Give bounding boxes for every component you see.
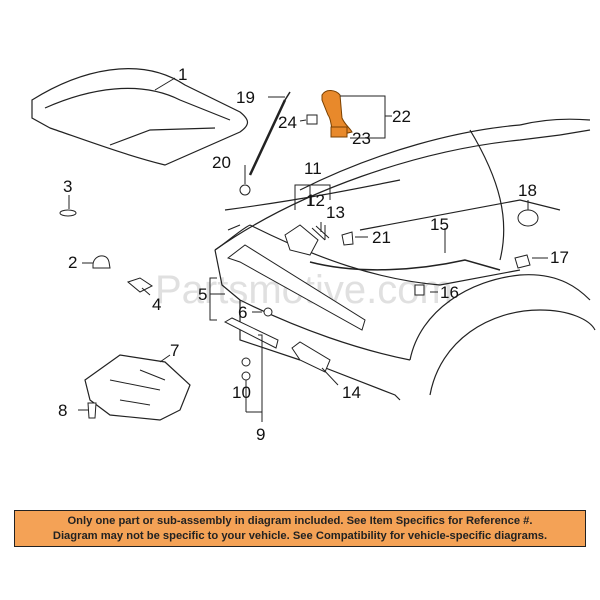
callout-3: 3 bbox=[63, 177, 72, 196]
callout-18: 18 bbox=[518, 181, 537, 200]
callout-11: 11 bbox=[304, 159, 322, 178]
support-rod-part-19 bbox=[248, 99, 287, 176]
callout-19: 19 bbox=[236, 88, 255, 107]
lock-part-14 bbox=[291, 341, 331, 373]
callout-8: 8 bbox=[58, 401, 67, 420]
clip-part-6 bbox=[263, 307, 273, 317]
hood-part bbox=[31, 68, 249, 166]
bumper-stop-part-2 bbox=[92, 255, 111, 269]
callout-16: 16 bbox=[440, 283, 459, 302]
clamp-part-16 bbox=[414, 284, 425, 296]
latch-part-4 bbox=[126, 277, 153, 293]
clip-part-3 bbox=[59, 209, 77, 217]
callout-12: 12 bbox=[306, 191, 325, 210]
release-handle-part-17 bbox=[514, 254, 531, 269]
support-rod-tip bbox=[284, 91, 291, 101]
callout-2: 2 bbox=[68, 253, 77, 272]
callout-22: 22 bbox=[392, 107, 411, 126]
disclaimer-line-2: Diagram may not be specific to your vehi… bbox=[52, 529, 548, 542]
grille-part bbox=[226, 244, 366, 331]
callout-1: 1 bbox=[178, 65, 187, 84]
clip-part-21 bbox=[341, 231, 354, 246]
callout-numbers: 1 3 2 4 5 6 7 8 9 10 11 12 13 14 15 16 1… bbox=[58, 65, 569, 444]
knob-part-18 bbox=[517, 209, 539, 227]
callout-4: 4 bbox=[152, 295, 161, 314]
callout-17: 17 bbox=[550, 248, 569, 267]
callout-23: 23 bbox=[352, 129, 371, 148]
clip-part-10a bbox=[241, 357, 251, 367]
callout-21: 21 bbox=[372, 228, 391, 247]
release-cable-part-15 bbox=[309, 259, 501, 271]
callout-13: 13 bbox=[326, 203, 345, 222]
clip-part-10b bbox=[241, 371, 251, 381]
callout-6: 6 bbox=[238, 303, 247, 322]
bracket-part-23 bbox=[330, 126, 348, 138]
under-cover-ribs bbox=[109, 369, 166, 406]
grommet-part-20 bbox=[239, 184, 251, 196]
disclaimer-line-1: Only one part or sub-assembly in diagram… bbox=[67, 514, 533, 527]
callout-14: 14 bbox=[342, 383, 361, 402]
callout-24: 24 bbox=[278, 113, 297, 132]
callout-10: 10 bbox=[232, 383, 251, 402]
leader-lines bbox=[68, 77, 548, 422]
latch-spring-part bbox=[311, 225, 330, 241]
hinge-part-22 bbox=[321, 90, 353, 137]
callout-20: 20 bbox=[212, 153, 231, 172]
disclaimer-banner: Only one part or sub-assembly in diagram… bbox=[14, 510, 586, 547]
callout-7: 7 bbox=[170, 341, 179, 360]
callout-5: 5 bbox=[198, 285, 207, 304]
under-cover-part bbox=[84, 354, 191, 421]
callout-9: 9 bbox=[256, 425, 265, 444]
screw-part-8 bbox=[87, 402, 97, 419]
hood-latch-part bbox=[284, 224, 319, 256]
lower-grille-part bbox=[223, 317, 279, 349]
vehicle-body bbox=[214, 118, 596, 401]
bolt-part-24 bbox=[306, 114, 318, 125]
callout-15: 15 bbox=[430, 215, 449, 234]
